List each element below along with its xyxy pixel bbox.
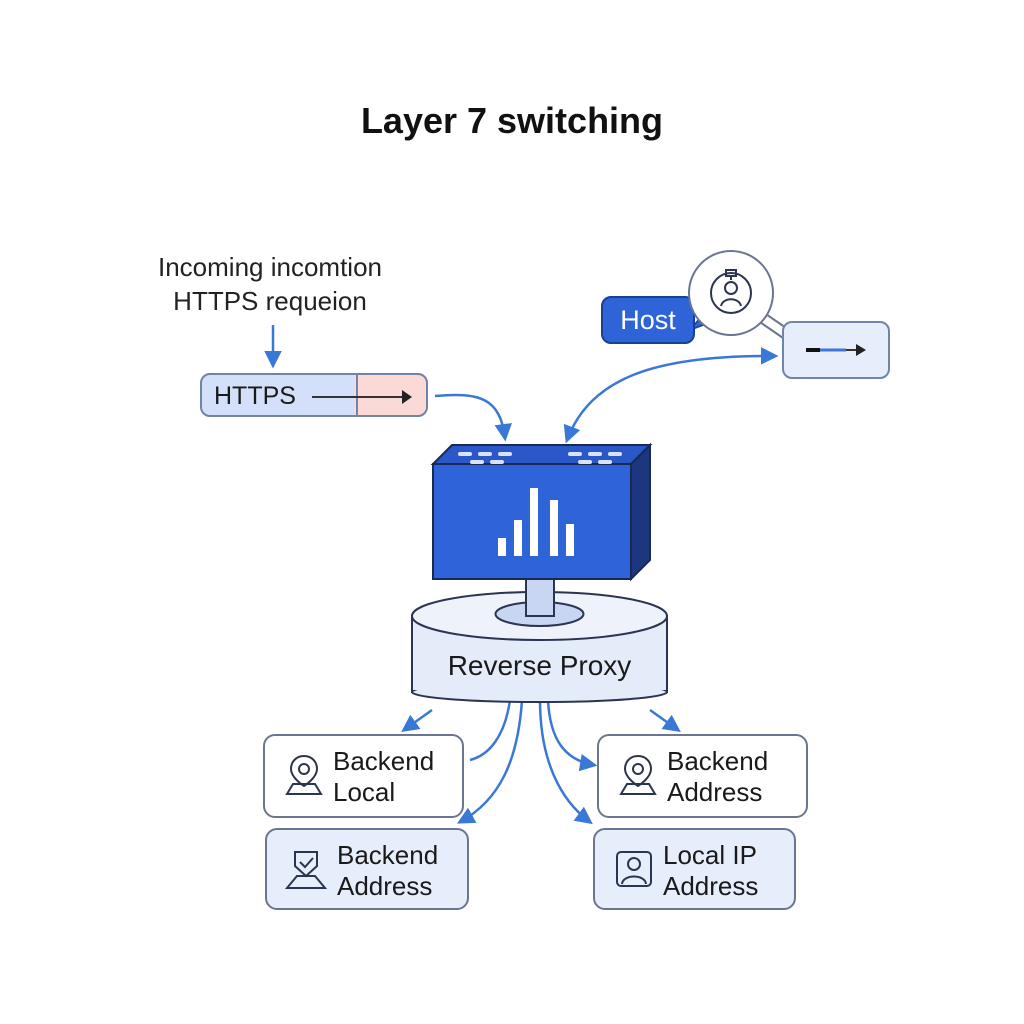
card-line-2: Address <box>337 871 433 901</box>
routing-target-box <box>782 321 890 379</box>
proxy-target-arrow <box>563 347 779 444</box>
incoming-request-caption: Incoming incomtion HTTPS requeion <box>120 250 420 318</box>
diagram-title: Layer 7 switching <box>360 100 664 141</box>
local-ip-card: Local IP Address <box>593 828 796 910</box>
curve-to-local-ip <box>538 699 593 825</box>
https-to-proxy-arrow <box>434 393 512 442</box>
host-lookup-icon <box>688 250 774 336</box>
caption-line-1: Incoming incomtion <box>158 252 382 282</box>
shield-check-icon <box>284 851 328 889</box>
curve-to-backend-address-left <box>456 699 524 824</box>
backend-card-address-left-text: Backend Address <box>337 840 438 902</box>
card-line-1: Local IP <box>663 840 757 870</box>
arrow-to-backend-local-short <box>401 708 433 733</box>
backend-card-address-right: Backend Address <box>597 734 808 818</box>
card-line-1: Backend <box>337 840 439 870</box>
location-pin-icon <box>619 754 657 795</box>
curve-to-backend-local <box>469 699 512 762</box>
arrow-to-backend-address-short <box>649 708 681 733</box>
backend-card-local-text: Backend Local <box>333 746 434 808</box>
backend-card-address-left: Backend Address <box>265 828 469 910</box>
card-line-2: Local <box>333 777 396 807</box>
local-ip-card-text: Local IP Address <box>663 840 758 902</box>
https-pill-label: HTTPS <box>214 382 296 410</box>
user-target-icon <box>710 269 752 314</box>
card-line-1: Backend <box>333 746 435 776</box>
location-pin-icon <box>285 754 323 795</box>
pill-arrow-line <box>312 396 404 398</box>
pill-arrow-head-icon <box>402 390 412 404</box>
caption-line-2: HTTPS requeion <box>173 286 367 316</box>
forward-arrow-icon <box>806 344 866 356</box>
backend-card-address-right-text: Backend Address <box>667 746 768 808</box>
card-line-2: Address <box>663 871 759 901</box>
reverse-proxy-label: Reverse Proxy <box>447 650 632 681</box>
host-header-badge: Host <box>601 296 695 344</box>
pill-divider <box>356 375 358 415</box>
user-badge-icon <box>616 851 652 887</box>
card-line-2: Address <box>667 777 763 807</box>
curve-to-backend-address-right <box>546 699 598 772</box>
https-request-pill: HTTPS <box>200 373 428 417</box>
backend-card-local: Backend Local <box>263 734 464 818</box>
card-line-1: Backend <box>667 746 769 776</box>
